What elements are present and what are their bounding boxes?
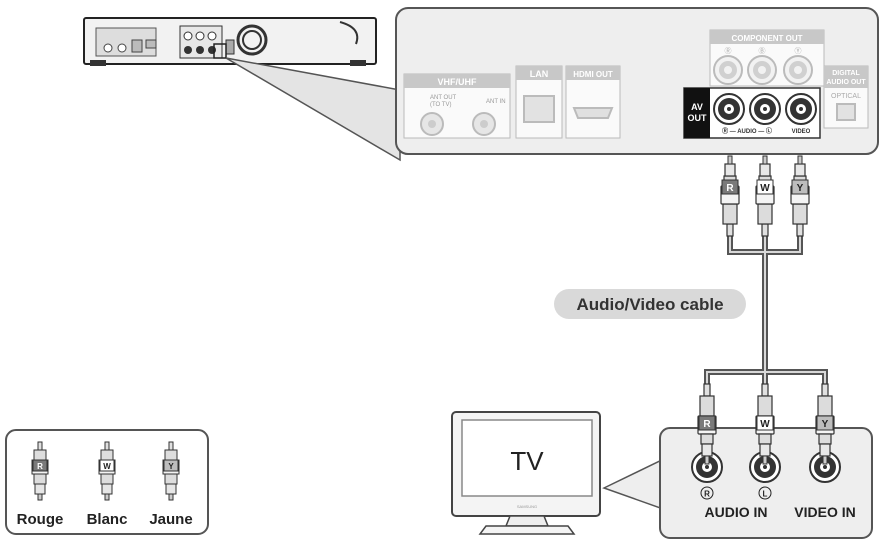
upper-plug-red-letter: R [726,183,734,194]
optical-label: OPTICAL [831,93,861,100]
lan-port [523,95,555,123]
component-out-label: COMPONENT OUT [731,34,802,43]
component-pr-jack [713,55,743,85]
av-out-audio-r-jack [713,93,745,125]
upper-plug-yellow-letter: Y [797,183,804,194]
av-out-video-jack [785,93,817,125]
vhf-uhf-label: VHF/UHF [438,77,477,87]
component-y-jack [783,55,813,85]
tv-l-mark: L [763,490,768,499]
component-pr-mark: Ⓡ [725,47,732,55]
audio-in-label: AUDIO IN [705,504,768,520]
color-legend: R W Y Rouge Blanc Jaune [5,429,209,535]
video-in-label: VIDEO IN [794,504,855,520]
tv-brand: SAMSUNG [517,504,537,509]
hdmi-out-label: HDMI OUT [573,70,613,79]
player-rear-view [83,17,377,66]
to-tv-label: (TO TV) [430,102,451,108]
ant-out-label: ANT OUT [430,95,457,101]
out-label: OUT [688,113,708,123]
lan-label: LAN [530,69,549,79]
lower-plug-yellow-letter: Y [822,419,829,430]
cable-label: Audio/Video cable [576,295,723,314]
audio-jacks-label: Ⓡ — AUDIO — Ⓛ [722,127,772,135]
audio-out-label: AUDIO OUT [826,79,866,86]
tv-label: TV [510,446,544,476]
legend-jaune: Jaune [149,511,192,528]
legend-blanc: Blanc [87,511,128,528]
legend-plug-red-letter: R [37,462,43,471]
upper-plug-yellow [790,155,810,237]
legend-plug-white-letter: W [103,462,111,471]
upper-plug-white-letter: W [760,183,770,194]
callout-pointer [225,57,401,162]
av-label: AV [691,102,703,112]
component-pb-mark: Ⓑ [759,47,766,55]
upper-plug-white [755,155,775,237]
legend-plug-yellow-letter: Y [168,462,174,471]
tv-r-mark: R [704,490,710,499]
component-y-mark: Ⓨ [795,47,802,55]
optical-port [836,103,856,121]
tv-set: TV SAMSUNG [451,411,601,535]
lower-plug-white-letter: W [760,419,770,430]
hdmi-port [572,107,614,119]
digital-label: DIGITAL [832,70,860,77]
lower-plug-red-letter: R [703,419,711,430]
av-out-audio-l-jack [749,93,781,125]
legend-rouge: Rouge [17,511,64,528]
upper-plug-red [720,155,740,237]
tv-callout-pointer [602,456,667,512]
ant-in-label: ANT IN [486,99,506,105]
player-panel-closeup: VHF/UHF ANT OUT (TO TV) ANT IN LAN HDMI … [395,7,879,155]
video-jack-label: VIDEO [792,129,811,135]
component-pb-jack [747,55,777,85]
cable-label-badge: Audio/Video cable [554,289,746,319]
